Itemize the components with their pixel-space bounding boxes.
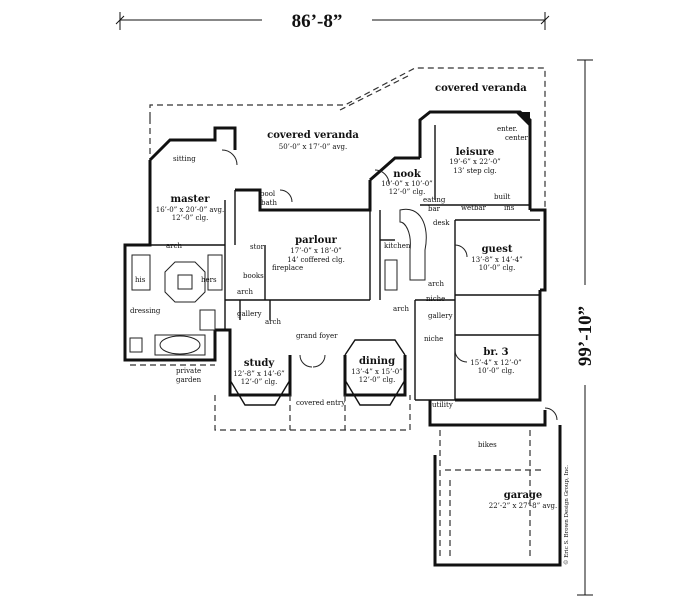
- bikes-label: bikes: [478, 441, 497, 449]
- stor-label: stor: [250, 243, 265, 251]
- arch-guest-label: arch: [428, 280, 444, 288]
- nook-dims: 10’-0” x 10’-0”: [381, 180, 433, 188]
- br3-dims: 15’-4” x 12’-0”: [470, 359, 522, 367]
- copyright-label: © Eric S. Brown Design Group, Inc.: [563, 465, 570, 565]
- exterior-walls: [123, 110, 562, 567]
- interior-walls: [150, 190, 540, 401]
- covered-veranda-dims: 50’-0” x 17’-0” avg.: [279, 143, 348, 151]
- books-label: books: [243, 272, 264, 280]
- kitchen-fixtures: [380, 208, 427, 291]
- study-label: study: [244, 358, 276, 369]
- garage-label: garage: [504, 490, 543, 501]
- grand-foyer-label: grand foyer: [296, 332, 338, 340]
- garage-fixtures: [439, 407, 558, 560]
- study-dims: 12’-8” x 14’-6”: [233, 370, 285, 378]
- niche-top-label: niche: [426, 295, 445, 303]
- parlour-dims: 17’-0” x 18’-0”: [290, 247, 342, 255]
- eating-label: eating: [423, 196, 446, 204]
- fireplace-label: fireplace: [272, 264, 303, 272]
- garden-label: garden: [176, 376, 202, 384]
- utility-label: utility: [432, 401, 453, 409]
- nook-ceiling: 12’-0” clg.: [389, 188, 426, 196]
- sitting-label: sitting: [173, 155, 196, 163]
- kitchen-label: kitchen: [384, 242, 411, 250]
- master-label: master: [171, 194, 211, 205]
- depth-dimension-label: 99’-10”: [575, 306, 596, 366]
- arch-gallery-label: arch: [265, 318, 281, 326]
- dining-ceiling: 12’-0” clg.: [359, 376, 396, 384]
- guest-ceiling: 10’-0” clg.: [479, 264, 516, 272]
- master-dims: 16’-0” x 20’-0” avg.: [156, 206, 225, 214]
- annotations: pool bath stor fireplace books kitchen e…: [130, 190, 570, 565]
- parlour-label: parlour: [295, 235, 337, 246]
- arch-books-label: arch: [237, 288, 253, 296]
- covered-entry-label: covered entry: [296, 399, 345, 407]
- doors: [221, 149, 468, 368]
- leisure-dims: 19’-6” x 22’-0”: [449, 158, 501, 166]
- enter-center-label-2: center: [505, 134, 529, 142]
- room-labels: covered veranda covered veranda 50’-0” x…: [156, 83, 558, 510]
- dining-dims: 13’-4” x 15’-0”: [351, 368, 403, 376]
- width-dimension-label: 86’-8”: [292, 11, 343, 32]
- his-label: his: [135, 276, 146, 284]
- gallery-left-label: gallery: [237, 310, 262, 318]
- bar-label: bar: [428, 205, 441, 213]
- covered-veranda-label: covered veranda: [267, 130, 359, 141]
- niche-bottom-label: niche: [424, 335, 443, 343]
- br3-label: br. 3: [483, 347, 508, 358]
- leisure-fixtures: [434, 112, 530, 200]
- desk-label: desk: [433, 219, 450, 227]
- br3-ceiling: 10’-0” clg.: [478, 367, 515, 375]
- dining-label: dining: [359, 356, 395, 367]
- pool-label: pool: [260, 190, 276, 198]
- parlour-ceiling: 14’ coffered clg.: [287, 256, 345, 264]
- entry-outline: [130, 364, 411, 431]
- enter-center-label-1: enter.: [497, 125, 517, 133]
- leisure-ceiling: 13’ step clg.: [453, 167, 496, 175]
- nook-label: nook: [393, 169, 422, 180]
- depth-dimension: 99’-10”: [573, 59, 597, 596]
- study-ceiling: 12’-0” clg.: [241, 378, 278, 386]
- hers-label: hers: [201, 276, 217, 284]
- bath-label: bath: [261, 199, 277, 207]
- veranda-top-label: covered veranda: [435, 83, 527, 94]
- built-label: built: [494, 193, 510, 201]
- guest-label: guest: [482, 244, 513, 255]
- wetbar-label: wetbar: [461, 204, 487, 212]
- private-label: private: [176, 367, 201, 375]
- master-bath-fixtures: [129, 254, 223, 356]
- veranda-outline: [149, 67, 546, 270]
- width-dimension: 86’-8”: [115, 8, 550, 32]
- leisure-label: leisure: [456, 147, 495, 158]
- garage-dims: 22’-2” x 27’-8” avg.: [489, 502, 558, 510]
- dressing-label: dressing: [130, 307, 161, 315]
- master-ceiling: 12’-0” clg.: [172, 214, 209, 222]
- gallery-right-label: gallery: [428, 312, 453, 320]
- bay-windows: [229, 339, 406, 406]
- ins-label: ins: [504, 204, 515, 212]
- arch-kitchen-label: arch: [393, 305, 409, 313]
- guest-dims: 13’-8” x 14’-4”: [471, 256, 523, 264]
- arch-master-label: arch: [166, 242, 182, 250]
